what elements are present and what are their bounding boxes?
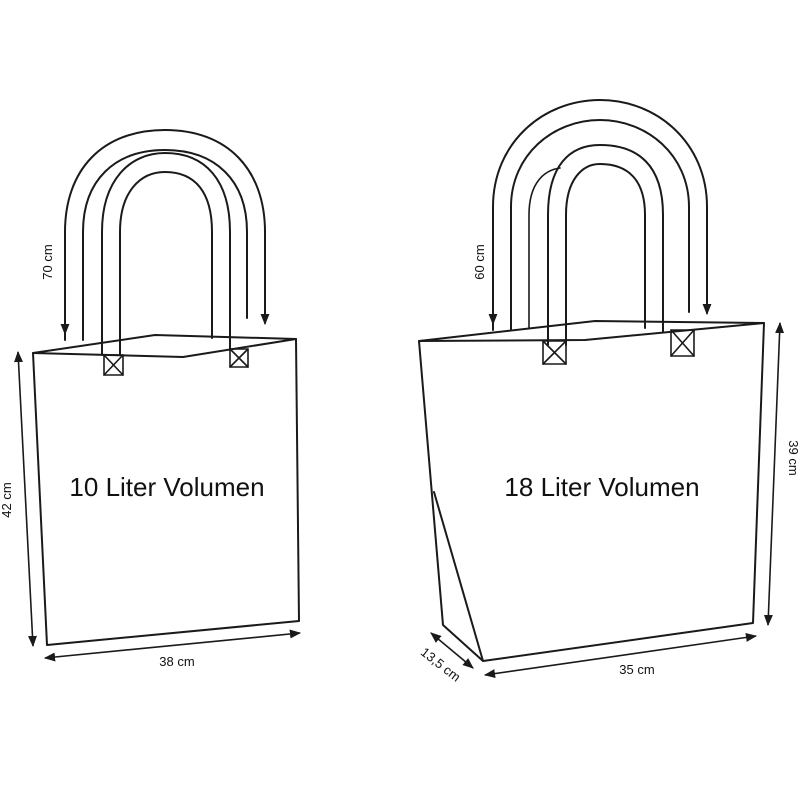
left-bag-width-label: 38 cm: [159, 654, 194, 669]
left-width-dimension-arrow: [43, 629, 302, 662]
left-bag-handle-length-label: 70 cm: [40, 244, 55, 279]
right-bag-front-handle-outer: [547, 144, 664, 346]
right-bag-side-gusset: [433, 491, 484, 662]
right-bag-handle-tab-right: [670, 329, 695, 357]
right-bag-handle-tab-left: [542, 340, 567, 365]
left-bag-back-handle-inner: [82, 149, 248, 341]
left-height-dimension-arrow: [14, 350, 37, 648]
right-bag: 18 Liter Volumen 60 cm 39 cm 13,5 cm 35 …: [418, 99, 800, 685]
left-bag-front-handle-outer: [101, 152, 231, 356]
left-bag: 10 Liter Volumen 70 cm 42 cm 38 cm: [0, 129, 302, 669]
right-bag-volume-label: 18 Liter Volumen: [504, 472, 699, 502]
right-bag-back-handle-inner: [510, 119, 690, 331]
left-bag-handle-tab-right: [229, 348, 249, 368]
right-bag-back-handle-inner-2: [528, 167, 561, 329]
left-bag-volume-label: 10 Liter Volumen: [69, 472, 264, 502]
right-bag-handle-length-label: 60 cm: [472, 244, 487, 279]
right-bag-depth-label: 13,5 cm: [418, 644, 464, 684]
left-bag-handle-tab-left: [103, 354, 124, 376]
right-depth-dimension-arrow: [430, 632, 474, 669]
left-bag-opening: [32, 334, 297, 358]
right-bag-width-label: 35 cm: [619, 662, 654, 677]
right-bag-opening: [418, 320, 765, 342]
right-bag-height-label: 39 cm: [786, 440, 800, 475]
right-bag-back-handle-outer: [492, 99, 708, 331]
right-bag-front-handle-inner: [565, 163, 646, 346]
right-height-dimension-arrow: [763, 321, 785, 627]
right-width-dimension-arrow: [483, 633, 758, 678]
left-bag-height-label: 42 cm: [0, 482, 14, 517]
left-bag-front-handle-inner: [119, 171, 213, 356]
left-bag-back-handle-outer: [64, 129, 266, 341]
